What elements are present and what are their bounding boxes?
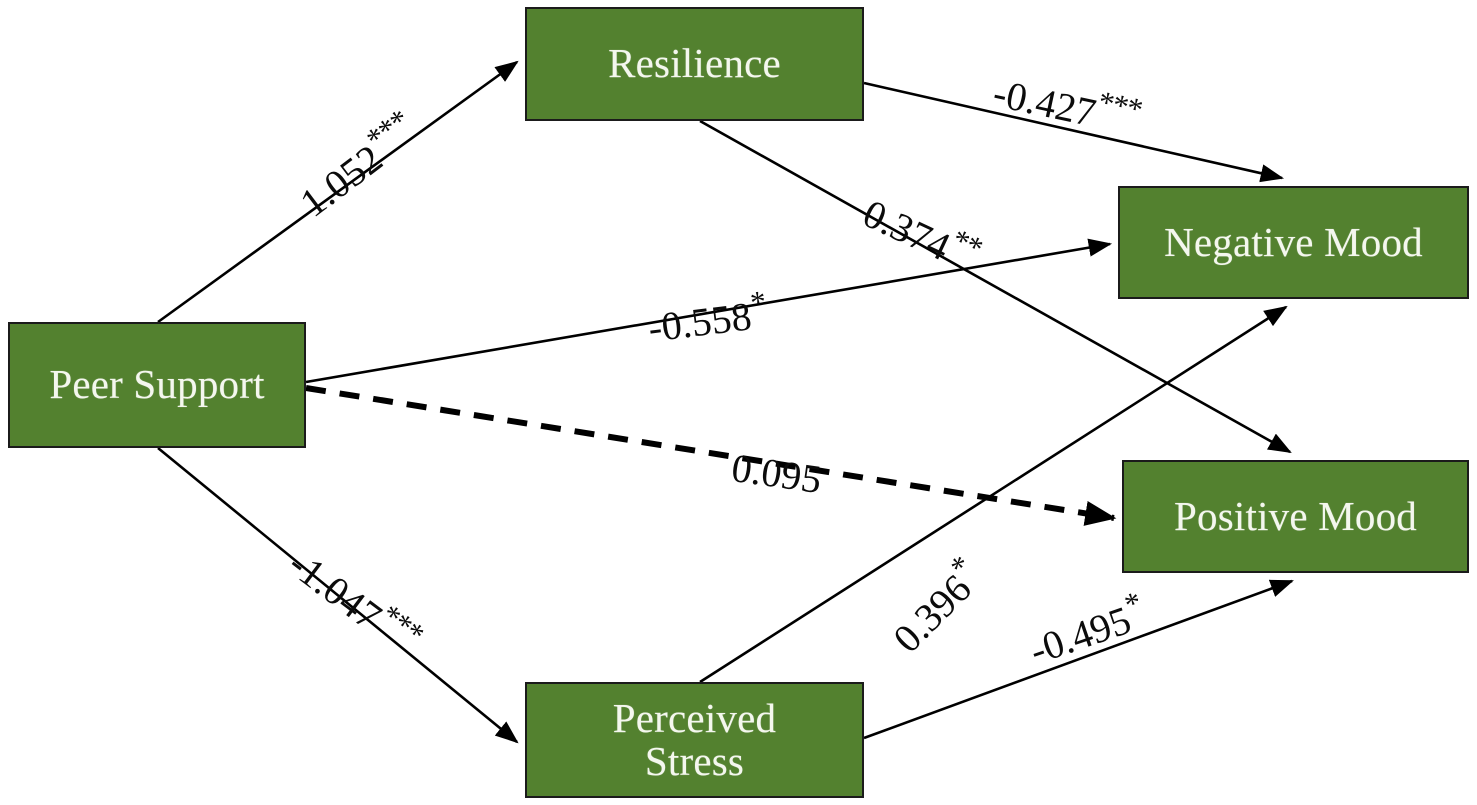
- node-peer-support[interactable]: Peer Support: [8, 322, 306, 448]
- edge-peer-support-to-positive-mood: [305, 385, 1117, 526]
- node-peer-support-label: Peer Support: [49, 361, 265, 408]
- edge-perceived-stress-to-positive-mood: [863, 579, 1294, 740]
- node-perceived-stress[interactable]: Perceived Stress: [525, 682, 864, 798]
- edge-perceived-stress-to-negative-mood: [699, 305, 1288, 684]
- node-negative-mood-label: Negative Mood: [1164, 218, 1423, 265]
- node-negative-mood[interactable]: Negative Mood: [1118, 186, 1469, 299]
- node-positive-mood-label: Positive Mood: [1174, 492, 1417, 539]
- node-resilience[interactable]: Resilience: [525, 7, 864, 121]
- node-perceived-stress-label: Perceived Stress: [612, 694, 777, 784]
- edge-resilience-to-negative-mood: [863, 81, 1285, 183]
- edge-peer-support-to-resilience: [157, 60, 519, 324]
- edge-resilience-to-positive-mood: [699, 119, 1292, 454]
- node-resilience-label: Resilience: [608, 40, 781, 87]
- node-positive-mood[interactable]: Positive Mood: [1122, 460, 1469, 573]
- significance-stars: ***: [1095, 83, 1146, 128]
- edge-peer-support-to-perceived-stress: [157, 446, 519, 744]
- edge-peer-support-to-negative-mood: [305, 238, 1113, 384]
